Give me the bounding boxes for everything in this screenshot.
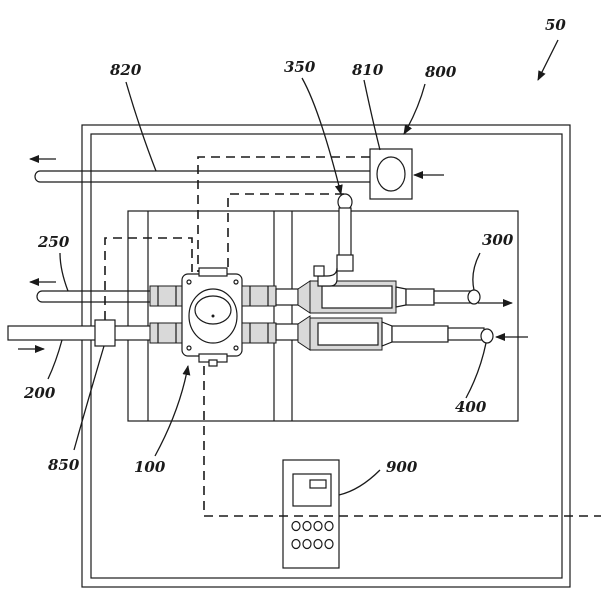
- label-400: 400: [455, 398, 487, 416]
- label-50: 50: [545, 16, 566, 34]
- signal-lines: [104, 156, 601, 517]
- label-300: 300: [482, 231, 514, 249]
- label-810: 810: [352, 61, 384, 79]
- label-820: 820: [110, 61, 142, 79]
- leader-lines: [47, 39, 559, 496]
- couplings-left: [149, 285, 185, 344]
- pump-unit-100: [181, 267, 243, 367]
- pipe-820: [34, 170, 370, 183]
- label-900: 900: [386, 458, 418, 476]
- control-panel-900: [282, 459, 340, 569]
- base-plate: [127, 210, 519, 422]
- exchanger-upper: [275, 280, 481, 314]
- sensor-850: [94, 319, 116, 347]
- controller-800: [369, 148, 413, 200]
- couplings-right: [241, 285, 277, 344]
- label-200: 200: [23, 384, 56, 402]
- reference-labels: 50 820 350 810 800 250 300 200 400 850 1…: [23, 16, 566, 476]
- housing-frame: [81, 124, 571, 588]
- label-100: 100: [134, 458, 166, 476]
- label-800: 800: [425, 63, 457, 81]
- label-850: 850: [48, 456, 80, 474]
- vent-pipe-350: [313, 193, 354, 287]
- label-250: 250: [37, 233, 70, 251]
- label-350: 350: [284, 58, 316, 76]
- exchanger-lower: [275, 315, 494, 351]
